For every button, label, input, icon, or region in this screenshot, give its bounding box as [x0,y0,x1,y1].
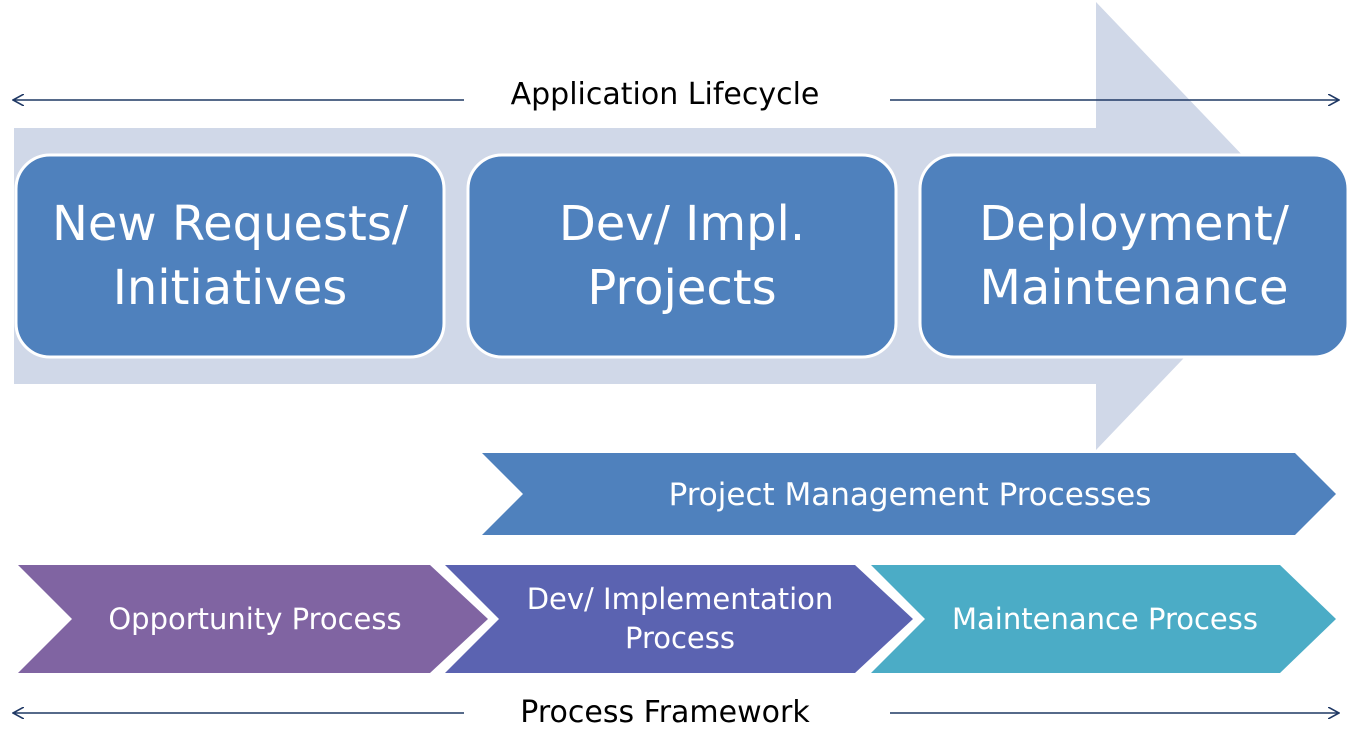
implementation-label: Dev/ Implementation Process [526,582,834,655]
stage-box-deployment [918,153,1350,359]
implementation-chevron [445,565,913,673]
stage-box-dev-impl [466,153,898,359]
project-management-chevron [482,453,1336,535]
lifecycle-label: Application Lifecycle [510,76,820,112]
opportunity-chevron [18,565,488,673]
stage-box-new-requests [14,153,446,359]
maintenance-label: Maintenance Process [952,601,1258,636]
stage-label-new-requests: New Requests/ Initiatives [51,196,409,316]
maintenance-chevron [871,565,1336,673]
project-management-label: Project Management Processes [668,477,1152,513]
stage-label-dev-impl: Dev/ Impl. Projects [558,196,806,316]
framework-label: Process Framework [520,694,810,730]
opportunity-label: Opportunity Process [108,601,402,636]
stage-label-deployment: Deployment/ Maintenance [979,196,1289,316]
